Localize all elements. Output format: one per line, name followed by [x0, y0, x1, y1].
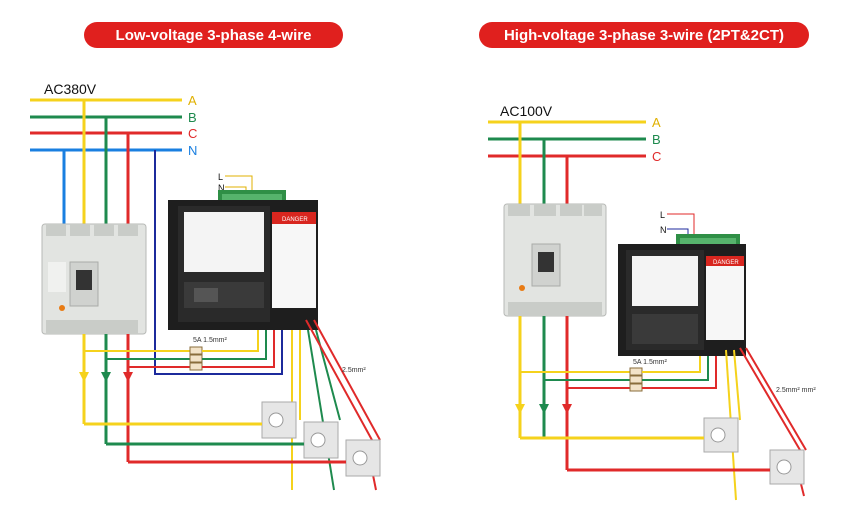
right-n-label: N	[660, 225, 667, 235]
left-wiring-diagram: AC380V A B C N	[30, 81, 381, 491]
left-diagram-title: Low-voltage 3-phase 4-wire	[84, 22, 343, 48]
left-n-to-meter	[154, 150, 242, 375]
right-label-b: B	[652, 132, 661, 147]
right-label-c: C	[652, 149, 661, 164]
left-power-meter: DANGER	[168, 190, 318, 330]
left-label-c: C	[188, 126, 197, 141]
right-l-label: L	[660, 210, 665, 220]
left-meter-warning: DANGER	[282, 217, 308, 223]
left-n-label: N	[218, 183, 225, 193]
right-current-transformers	[703, 417, 805, 485]
right-supply-label: AC100V	[500, 103, 553, 119]
left-cable-label: 2.5mm²	[342, 367, 366, 374]
right-fuse-label: 5A 1.5mm²	[633, 359, 668, 366]
left-label-n: N	[188, 143, 197, 158]
right-cable-label: 2.5mm² mm²	[776, 387, 816, 394]
right-circuit-breaker	[503, 203, 607, 317]
right-meter-warning: DANGER	[713, 260, 739, 266]
right-diagram-title: High-voltage 3-phase 3-wire (2PT&2CT)	[479, 22, 809, 48]
left-label-a: A	[188, 93, 197, 108]
left-label-b: B	[188, 110, 197, 125]
left-supply-label: AC380V	[44, 81, 97, 97]
left-fuses	[189, 346, 203, 371]
right-wiring-diagram: AC100V A B C 5	[488, 103, 816, 501]
right-fuses	[629, 367, 643, 392]
right-power-meter: DANGER	[618, 234, 746, 356]
left-l-label: L	[218, 172, 223, 182]
left-circuit-breaker	[41, 223, 147, 335]
left-current-transformers	[261, 401, 381, 477]
left-fuse-label: 5A 1.5mm²	[193, 337, 228, 344]
right-label-a: A	[652, 115, 661, 130]
